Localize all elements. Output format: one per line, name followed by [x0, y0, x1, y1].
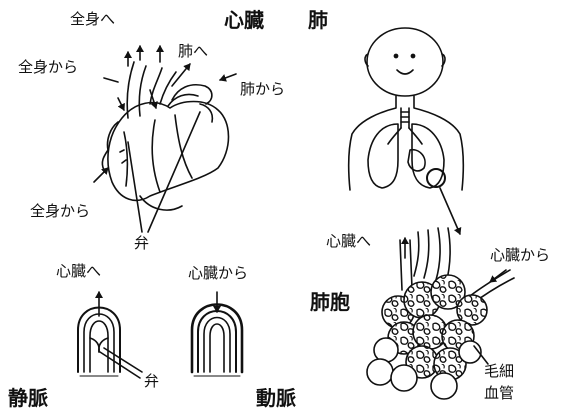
- heart-title: 心臓: [224, 8, 264, 32]
- heart-drawing: [94, 45, 236, 232]
- label-to-lung: 肺へ: [178, 42, 209, 60]
- vein-title: 静脈: [8, 386, 48, 410]
- person-drawing: [349, 28, 464, 235]
- lung-title: 肺: [308, 8, 328, 32]
- artery-drawing: [192, 292, 242, 376]
- label-artery-from-heart: 心臓から: [188, 264, 249, 282]
- label-alveoli-to-heart: 心臓へ: [326, 232, 372, 250]
- alveoli-title: 肺胞: [310, 290, 350, 314]
- vein-drawing: [78, 291, 142, 378]
- label-from-body-top: 全身から: [18, 58, 79, 76]
- artery-title: 動脈: [256, 386, 296, 410]
- alveoli-drawing: [367, 228, 514, 399]
- label-valve-vein: 弁: [144, 372, 160, 390]
- label-from-body-bottom: 全身から: [30, 202, 91, 220]
- label-capillary-line1: 毛細: [484, 362, 515, 380]
- label-to-body: 全身へ: [70, 10, 116, 28]
- label-vein-to-heart: 心臓へ: [56, 262, 102, 280]
- label-alveoli-from-heart: 心臓から: [490, 246, 551, 264]
- label-valve-heart: 弁: [134, 234, 150, 252]
- label-capillary-line2: 血管: [484, 384, 515, 402]
- label-from-lung: 肺から: [240, 80, 286, 98]
